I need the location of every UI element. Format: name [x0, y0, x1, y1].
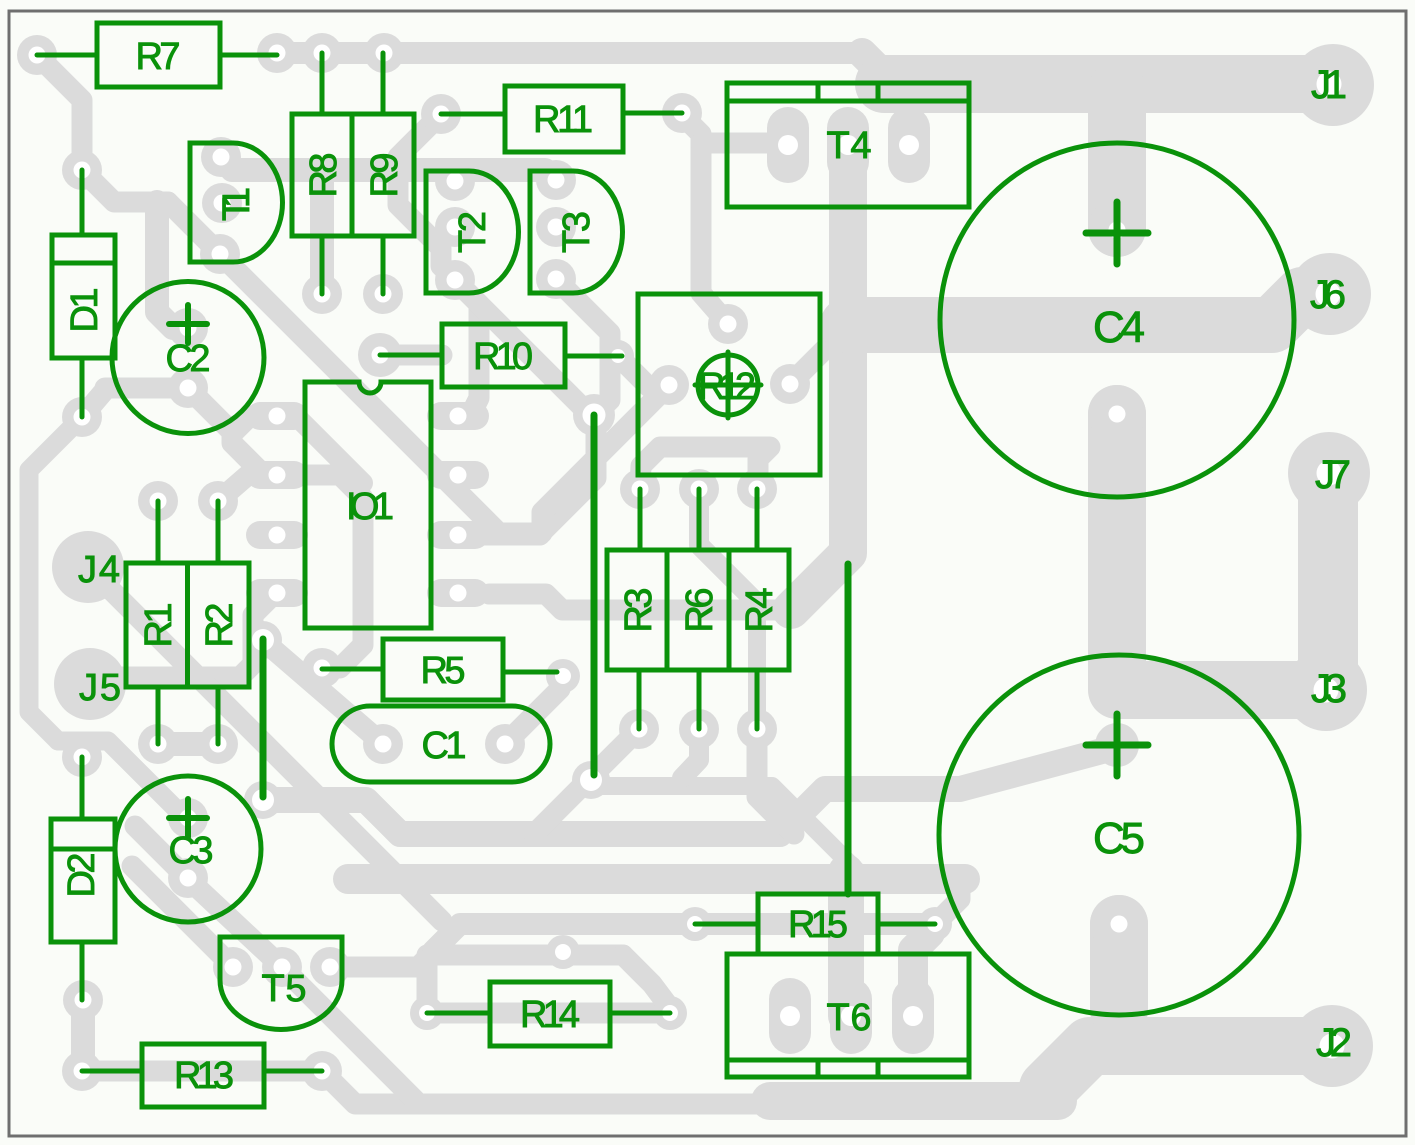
svg-text:R10: R10	[473, 336, 533, 378]
svg-text:R3: R3	[618, 588, 660, 633]
svg-text:T4: T4	[827, 125, 872, 167]
svg-text:J2: J2	[1316, 1021, 1352, 1065]
svg-text:R14: R14	[520, 994, 580, 1036]
svg-text:IO1: IO1	[346, 486, 394, 528]
svg-text:J1: J1	[1311, 63, 1347, 107]
svg-text:R7: R7	[136, 36, 181, 78]
svg-text:R2: R2	[199, 603, 241, 648]
svg-text:C4: C4	[1093, 303, 1145, 352]
svg-text:T6: T6	[827, 997, 872, 1039]
svg-text:T5: T5	[262, 968, 307, 1010]
svg-text:D2: D2	[61, 853, 103, 898]
svg-text:J6: J6	[1310, 273, 1346, 317]
svg-text:C3: C3	[169, 830, 214, 872]
svg-text:C2: C2	[166, 338, 211, 380]
svg-text:R1: R1	[138, 603, 180, 648]
svg-text:J5: J5	[79, 667, 121, 709]
svg-text:R9: R9	[364, 153, 406, 198]
svg-text:R12: R12	[698, 366, 756, 408]
svg-text:C5: C5	[1093, 814, 1145, 863]
svg-text:J4: J4	[78, 549, 120, 591]
svg-text:R8: R8	[303, 153, 345, 198]
svg-text:T1: T1	[216, 187, 258, 221]
svg-text:T3: T3	[556, 211, 598, 253]
svg-text:R11: R11	[533, 99, 593, 141]
svg-text:J3: J3	[1311, 667, 1347, 711]
svg-text:C1: C1	[422, 725, 467, 767]
svg-text:R6: R6	[679, 588, 721, 633]
svg-text:R15: R15	[788, 904, 848, 946]
svg-text:R4: R4	[739, 588, 781, 633]
svg-text:R5: R5	[421, 650, 466, 692]
svg-text:J7: J7	[1315, 453, 1351, 497]
svg-text:T2: T2	[452, 211, 494, 253]
svg-text:R13: R13	[174, 1055, 234, 1097]
svg-text:D1: D1	[64, 288, 106, 333]
